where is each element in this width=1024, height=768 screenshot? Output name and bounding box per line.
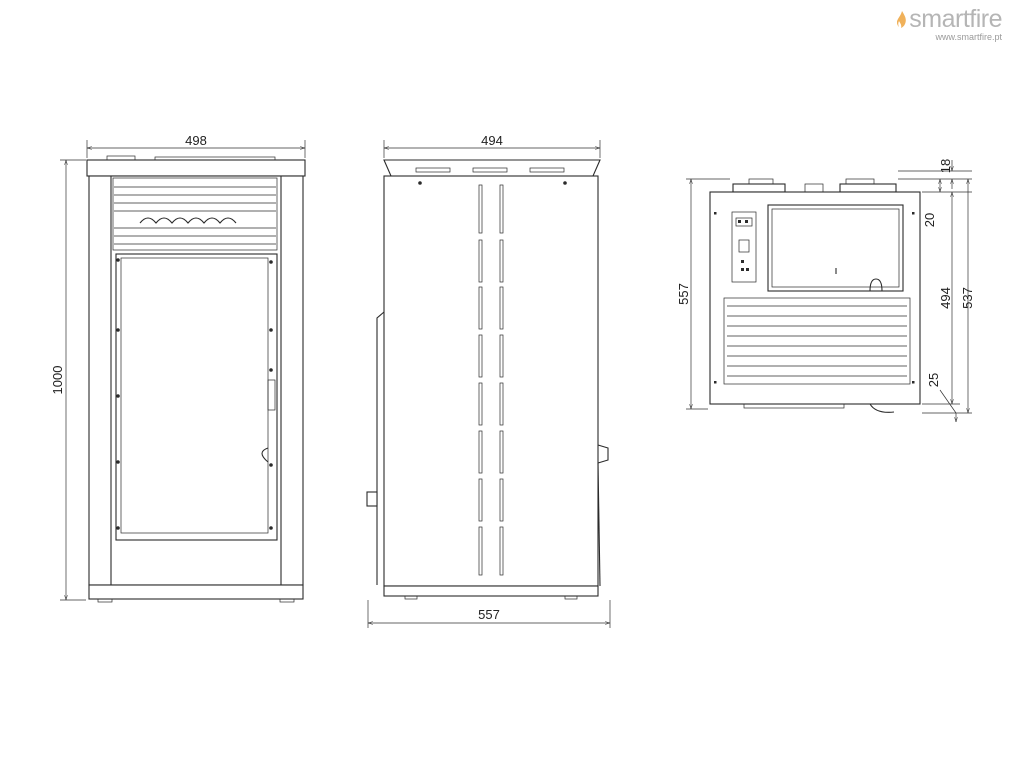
side-top-width-label: 494 [481, 133, 503, 148]
front-foot-left [97, 598, 113, 603]
side-rear-knob [597, 444, 609, 464]
brand-name: smartfire [897, 6, 1002, 32]
front-view: 498 1000 [50, 133, 306, 603]
top-outlet-height-label: 18 [938, 159, 953, 173]
front-width-label: 498 [185, 133, 207, 148]
front-base [88, 584, 304, 600]
side-rear-edge [597, 462, 601, 587]
top-collar-left-cap [748, 178, 774, 185]
side-bottom-width-label: 557 [478, 607, 500, 622]
brand-logo: smartfire www.smartfire.pt [897, 6, 1002, 42]
rear-window [767, 204, 904, 292]
control-panel [731, 211, 757, 283]
front-height-dimension: 1000 [50, 159, 86, 601]
top-collar-label: 20 [922, 213, 937, 227]
front-door-screws [116, 258, 273, 530]
top-depth-dimension: 557 [676, 178, 730, 410]
side-slots-left [478, 184, 483, 576]
power-cable [869, 403, 895, 413]
side-view: 494 557 [366, 133, 611, 628]
top-depth-label: 557 [676, 283, 691, 305]
front-door [115, 253, 278, 541]
side-slots-right [499, 184, 504, 576]
side-foot-left [404, 595, 418, 600]
brand-name-text: smartfire [909, 5, 1002, 33]
front-door-hinge [267, 379, 276, 411]
side-base [383, 585, 599, 597]
top-collar-right-cap [845, 178, 875, 185]
side-bottom-dimension: 557 [367, 600, 611, 628]
side-foot-right [564, 595, 578, 600]
brand-url: www.smartfire.pt [935, 32, 1002, 42]
top-collar-left [732, 183, 786, 193]
side-vent-middle [472, 167, 508, 173]
front-top-plate [86, 159, 306, 177]
side-vent-left [415, 167, 451, 173]
rear-louvers [723, 297, 911, 385]
top-collar-middle [804, 183, 824, 193]
top-collar-right [839, 183, 897, 193]
side-front-bump [366, 491, 378, 507]
front-width-dimension: 498 [86, 133, 306, 158]
flame-icon [897, 11, 907, 28]
side-panel [383, 175, 599, 587]
side-top-dimension: 494 [383, 133, 601, 158]
front-burner-holes [139, 217, 237, 224]
top-overall-label: 537 [960, 287, 975, 309]
top-offset-label: 25 [926, 373, 941, 387]
front-top-outlet-left [106, 155, 136, 161]
top-right-dimensions: 18 20 494 537 25 [898, 159, 975, 422]
side-vent-right [529, 167, 565, 173]
front-foot-right [279, 598, 295, 603]
top-bottom-lip [743, 403, 845, 409]
side-front-edge [376, 311, 385, 585]
power-socket [869, 278, 883, 292]
front-top-grille [112, 177, 278, 251]
top-body-label: 494 [938, 287, 953, 309]
top-view: 557 18 20 494 537 25 [676, 159, 975, 422]
front-top-lid [154, 156, 276, 161]
front-height-label: 1000 [50, 366, 65, 395]
front-door-handle [261, 447, 269, 463]
